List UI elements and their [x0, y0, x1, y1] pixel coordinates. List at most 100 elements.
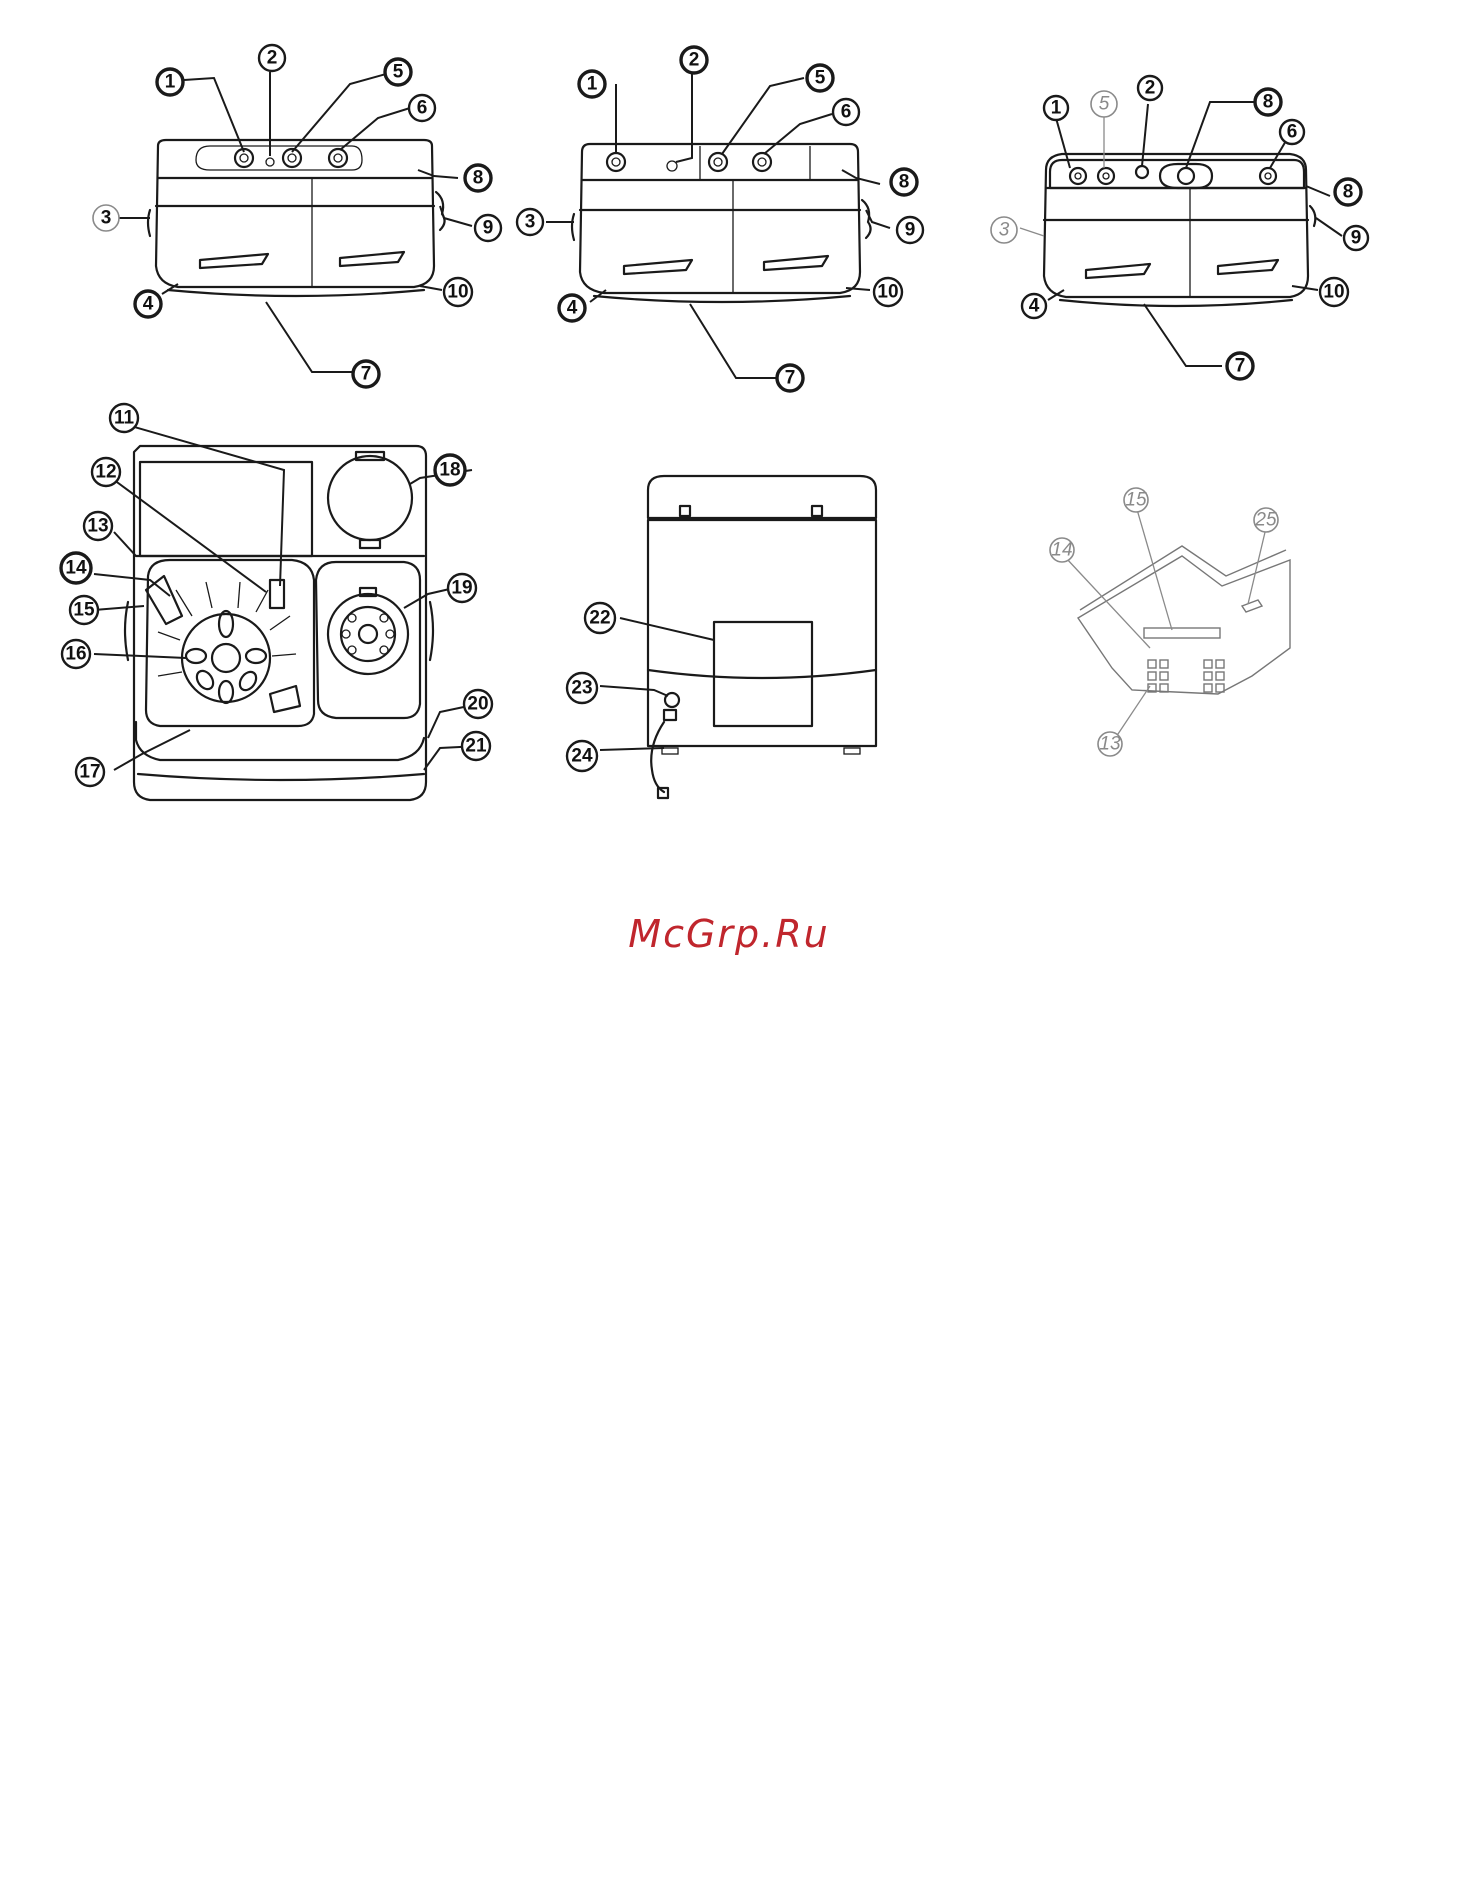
callout-label: 6: [1287, 122, 1298, 143]
callout-p3-1: 1: [1044, 96, 1068, 120]
callout-p3-5: 5: [1091, 91, 1117, 117]
callout-label: 11: [114, 408, 135, 429]
callout-label: 13: [1099, 734, 1121, 755]
callout-label: 9: [483, 218, 494, 239]
callout-p6-13: 13: [1098, 732, 1122, 756]
callout-p4-12: 12: [92, 458, 120, 486]
callout-label: 5: [815, 68, 826, 89]
callout-label: 7: [361, 364, 372, 385]
callout-p1-7: 7: [353, 361, 379, 387]
spin-lid: [328, 452, 412, 548]
callout-label: 2: [1145, 78, 1156, 99]
callout-label: 9: [1351, 228, 1362, 249]
callout-label: 6: [417, 98, 428, 119]
callout-label: 1: [587, 74, 598, 95]
callout-label: 4: [567, 298, 578, 319]
callout-p4-14: 14: [61, 553, 91, 583]
callout-p2-10: 10: [874, 278, 902, 306]
callout-label: 20: [467, 694, 488, 715]
leader-lines: [94, 72, 1342, 770]
callout-label: 23: [571, 678, 592, 699]
spin-basket: [328, 588, 408, 674]
top-inside-view-drawing: [125, 446, 433, 800]
callout-p1-6: 6: [409, 95, 435, 121]
callout-p2-1: 1: [579, 71, 605, 97]
model-a-front-drawing: [148, 140, 445, 296]
callout-p5-24: 24: [567, 741, 597, 771]
callout-label: 7: [785, 368, 796, 389]
callout-p1-3: 3: [93, 205, 119, 231]
callout-p2-2: 2: [681, 47, 707, 73]
callout-p6-15: 15: [1124, 488, 1148, 512]
callout-label: 8: [1343, 182, 1354, 203]
callout-label: 19: [451, 578, 472, 599]
callout-p3-10: 10: [1320, 278, 1348, 306]
callout-label: 4: [143, 294, 154, 315]
callout-p1-4: 4: [135, 291, 161, 317]
callout-label: 12: [95, 462, 116, 483]
callout-p4-16: 16: [62, 640, 90, 668]
callout-p2-4: 4: [559, 295, 585, 321]
callout-p4-18: 18: [435, 455, 465, 485]
callout-p4-20: 20: [464, 690, 492, 718]
callout-label: 15: [73, 600, 95, 621]
callout-p6-14: 14: [1050, 538, 1074, 562]
appliance-parts-diagram: 1 2 5 6 8 3 9 4 10 7 1 2 5 6 8 3 9 4 10 …: [0, 0, 1458, 860]
callout-p2-5: 5: [807, 65, 833, 91]
callout-p4-15: 15: [70, 596, 98, 624]
callout-label: 4: [1029, 296, 1040, 317]
callout-label: 10: [877, 282, 898, 303]
callout-label: 6: [841, 102, 852, 123]
callout-p3-8b: 8: [1335, 179, 1361, 205]
callout-label: 2: [689, 50, 700, 71]
callout-p1-10: 10: [444, 278, 472, 306]
callout-p3-8a: 8: [1255, 89, 1281, 115]
callout-p2-6: 6: [833, 99, 859, 125]
model-c-front-drawing: [1044, 154, 1315, 306]
callout-label: 18: [439, 460, 460, 481]
callout-p3-3: 3: [991, 217, 1017, 243]
callout-p6-25: 25: [1254, 508, 1278, 532]
callout-p3-7: 7: [1227, 353, 1253, 379]
callout-label: 3: [525, 212, 536, 233]
callout-label: 21: [465, 736, 487, 757]
callout-label: 7: [1235, 356, 1246, 377]
callout-p1-2: 2: [259, 45, 285, 71]
callout-label: 16: [65, 644, 86, 665]
callout-label: 5: [393, 62, 404, 83]
callout-p1-5: 5: [385, 59, 411, 85]
callout-p5-23: 23: [567, 673, 597, 703]
callout-p1-8: 8: [465, 165, 491, 191]
rear-view-drawing: [648, 476, 876, 798]
callout-label: 14: [1051, 540, 1072, 561]
callout-p3-9: 9: [1344, 226, 1368, 250]
callout-label: 3: [999, 220, 1010, 241]
callout-p2-7: 7: [777, 365, 803, 391]
callout-label: 17: [79, 762, 100, 783]
callout-p4-19: 19: [448, 574, 476, 602]
callout-label: 5: [1099, 94, 1110, 115]
callout-label: 8: [473, 168, 484, 189]
callout-label: 9: [905, 220, 916, 241]
callout-label: 3: [101, 208, 112, 229]
callout-label: 15: [1125, 490, 1147, 511]
callout-label: 8: [899, 172, 910, 193]
callout-p3-6: 6: [1280, 120, 1304, 144]
callout-label: 2: [267, 48, 278, 69]
callout-label: 8: [1263, 92, 1274, 113]
callout-p1-1: 1: [157, 69, 183, 95]
callout-p2-8: 8: [891, 169, 917, 195]
callout-p4-17: 17: [76, 758, 104, 786]
callout-p5-22: 22: [585, 603, 615, 633]
callout-p4-13: 13: [84, 512, 112, 540]
button-grid-right: [1204, 660, 1224, 692]
callout-label: 24: [571, 746, 593, 767]
callout-label: 1: [165, 72, 176, 93]
callout-p2-9: 9: [897, 217, 923, 243]
callout-p4-11: 11: [110, 404, 138, 432]
callout-label: 13: [87, 516, 108, 537]
callout-p2-3: 3: [517, 209, 543, 235]
button-grid-left: [1148, 660, 1168, 692]
control-panel-detail-drawing: [1047, 546, 1291, 860]
agitator-pulsator: [182, 611, 270, 703]
